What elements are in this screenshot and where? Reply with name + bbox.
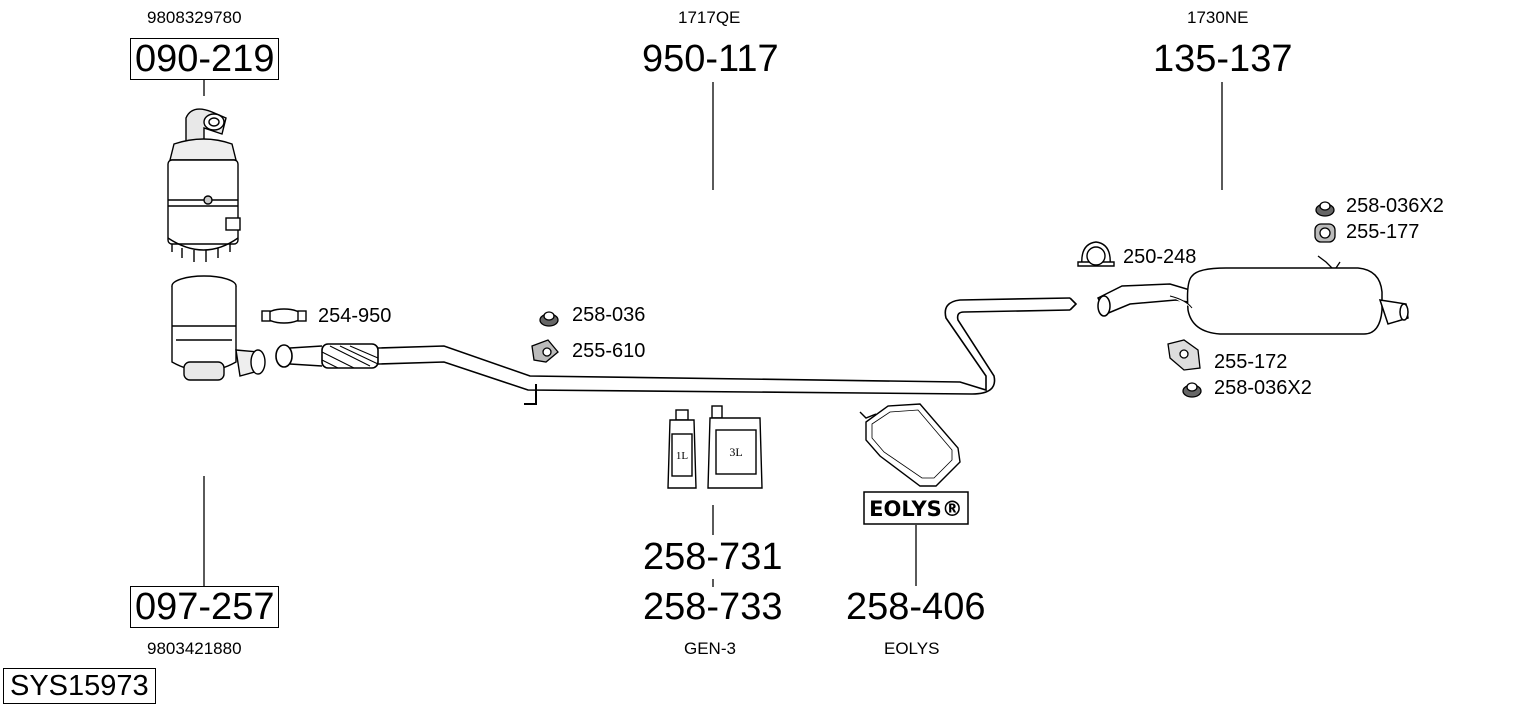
fluid-bottle-small-icon: 1L bbox=[667, 409, 697, 489]
eolys-badge: EOLYS® bbox=[869, 497, 963, 521]
dpf-oe-number: 9808329780 bbox=[147, 8, 242, 27]
catalyst-icon bbox=[171, 275, 266, 381]
fluid-part-number-1[interactable]: 258-731 bbox=[643, 536, 783, 578]
dpf-icon bbox=[167, 108, 241, 262]
clamp-icon-rear bbox=[1077, 241, 1115, 267]
cat-oe-number: 9803421880 bbox=[147, 639, 242, 658]
nut-icon-rear-bottom bbox=[1182, 382, 1202, 398]
rubber-mid-label[interactable]: 255-610 bbox=[572, 340, 646, 362]
bracket-icon-rear bbox=[1167, 339, 1201, 371]
clamp-icon-front bbox=[261, 308, 307, 324]
nut-mid-label[interactable]: 258-036 bbox=[572, 304, 646, 326]
clamp-front-label[interactable]: 254-950 bbox=[318, 305, 392, 327]
cat-part-number[interactable]: 097-257 bbox=[130, 586, 280, 628]
eolys-note: EOLYS bbox=[884, 639, 940, 658]
fluid-note: GEN-3 bbox=[684, 639, 736, 658]
nut-rear-bottom-label[interactable]: 258-036X2 bbox=[1214, 377, 1312, 399]
rear-silencer-icon bbox=[1096, 255, 1409, 335]
fluid-bottle-large-label: 3L bbox=[729, 445, 742, 459]
eolys-part-number[interactable]: 258-406 bbox=[846, 586, 986, 628]
rear-part-number[interactable]: 135-137 bbox=[1153, 38, 1293, 80]
rear-oe-number: 1730NE bbox=[1187, 8, 1249, 27]
bracket-rear-label[interactable]: 255-172 bbox=[1214, 351, 1288, 373]
nut-rear-top-label[interactable]: 258-036X2 bbox=[1346, 195, 1444, 217]
nut-icon-mid bbox=[539, 311, 559, 327]
middle-pipe-icon bbox=[275, 297, 1078, 405]
clamp-rear-label[interactable]: 250-248 bbox=[1123, 246, 1197, 268]
system-code: SYS15973 bbox=[3, 668, 156, 704]
fluid-bottle-large-icon: 3L bbox=[707, 405, 763, 489]
rubber-mount-icon-mid bbox=[531, 339, 559, 363]
rubber-rear-label[interactable]: 255-177 bbox=[1346, 221, 1420, 243]
dpf-part-number[interactable]: 090-219 bbox=[130, 38, 280, 80]
mid-oe-number: 1717QE bbox=[678, 8, 741, 27]
fluid-part-number-2[interactable]: 258-733 bbox=[643, 586, 783, 628]
eolys-badge-box bbox=[863, 491, 969, 525]
rubber-mount-icon-rear bbox=[1314, 223, 1336, 243]
eolys-pouch-icon bbox=[859, 403, 961, 487]
nut-icon-rear-top bbox=[1315, 201, 1335, 217]
fluid-bottle-small-label: 1L bbox=[676, 450, 689, 462]
mid-part-number[interactable]: 950-117 bbox=[642, 38, 779, 80]
